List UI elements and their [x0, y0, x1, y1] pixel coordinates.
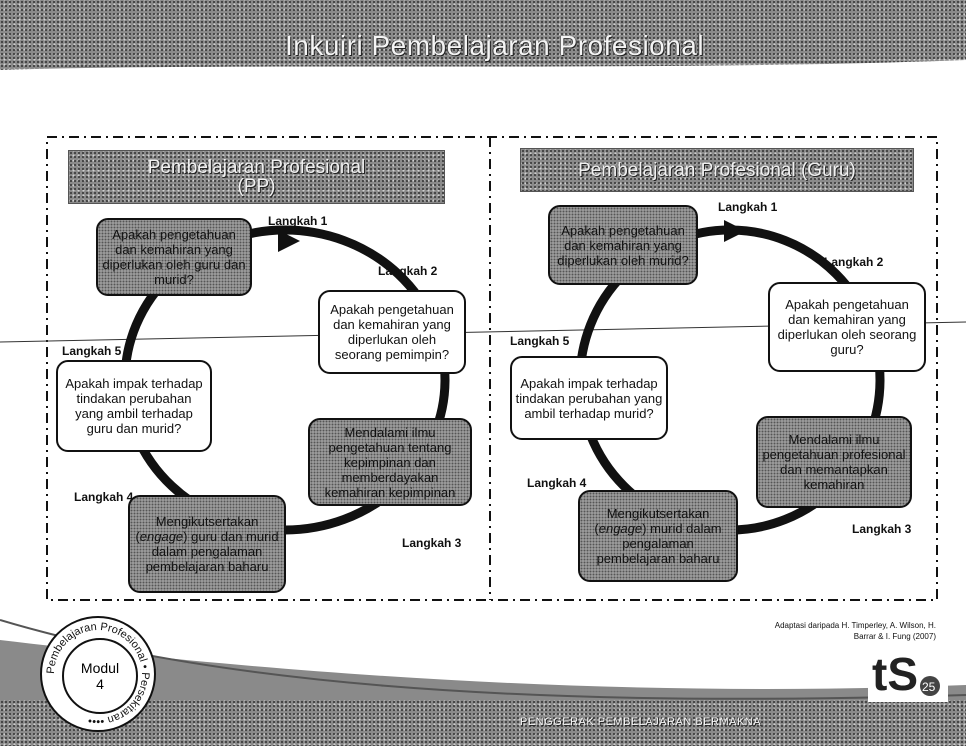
- module-badge: Pembelajaran Profesional • Persekitaran …: [40, 616, 156, 732]
- footer-band: [0, 700, 966, 746]
- right-box-step4: Mengikutsertakan (engage) murid dalam pe…: [578, 490, 738, 582]
- left-step1-label: Langkah 1: [268, 214, 328, 228]
- right-box-step1: Apakah pengetahuan dan kemahiran yang di…: [548, 205, 698, 285]
- left-box-step3: Mendalami ilmu pengetahuan tentang kepim…: [308, 418, 472, 506]
- left-box-step4: Mengikutsertakan (engage) guru dan murid…: [128, 495, 286, 593]
- ts25-logo-mark: tS 25: [868, 642, 948, 702]
- source-credit-line2: Barrar & I. Fung (2007): [853, 632, 936, 641]
- ts25-logo: tS 25: [868, 642, 948, 702]
- source-credit-line1: Adaptasi daripada H. Timperley, A. Wilso…: [774, 621, 936, 630]
- right-step4-label: Langkah 4: [527, 476, 587, 490]
- right-step2-label: Langkah 2: [824, 255, 884, 269]
- left-box-step2: Apakah pengetahuan dan kemahiran yang di…: [318, 290, 466, 374]
- right-box-step4-text: Mengikutsertakan (engage) murid dalam pe…: [594, 506, 722, 566]
- right-panel-title: Pembelajaran Profesional (Guru): [520, 148, 914, 192]
- left-step4-label: Langkah 4: [74, 490, 134, 504]
- left-panel-title-line1: Pembelajaran Profesional: [147, 157, 366, 178]
- right-box-step3: Mendalami ilmu pengetahuan profesional d…: [756, 416, 912, 508]
- left-step3-label: Langkah 3: [402, 536, 462, 550]
- header-band: [0, 0, 966, 80]
- left-box-step5: Apakah impak terhadap tindakan perubahan…: [56, 360, 212, 452]
- svg-text:tS: tS: [872, 648, 918, 700]
- left-box-step1: Apakah pengetahuan dan kemahiran yang di…: [96, 218, 252, 296]
- right-box-step5: Apakah impak terhadap tindakan perubahan…: [510, 356, 668, 440]
- source-credit: Adaptasi daripada H. Timperley, A. Wilso…: [775, 620, 936, 642]
- left-box-step4-text: Mengikutsertakan (engage) guru dan murid…: [135, 514, 279, 574]
- right-step5-label: Langkah 5: [510, 334, 570, 348]
- right-step3-label: Langkah 3: [852, 522, 912, 536]
- right-box-step2: Apakah pengetahuan dan kemahiran yang di…: [768, 282, 926, 372]
- footer-tagline: PENGGERAK PEMBELAJARAN BERMAKNA: [520, 716, 762, 728]
- right-cycle-arrowhead: [724, 220, 746, 242]
- left-cycle-arrowhead: [278, 230, 300, 252]
- header-curve: [0, 60, 966, 120]
- badge-number: 4: [96, 676, 104, 692]
- badge-label: Modul: [80, 660, 120, 676]
- left-step2-label: Langkah 2: [378, 264, 438, 278]
- svg-text:25: 25: [922, 680, 936, 694]
- left-step5-label: Langkah 5: [62, 344, 122, 358]
- page-title: Inkuiri Pembelajaran Profesional: [285, 30, 705, 61]
- left-panel-title-line2: (PP): [237, 176, 276, 197]
- left-panel-title: Pembelajaran Profesional (PP): [68, 150, 445, 204]
- badge-center: Modul 4: [62, 638, 138, 714]
- right-step1-label: Langkah 1: [718, 200, 778, 214]
